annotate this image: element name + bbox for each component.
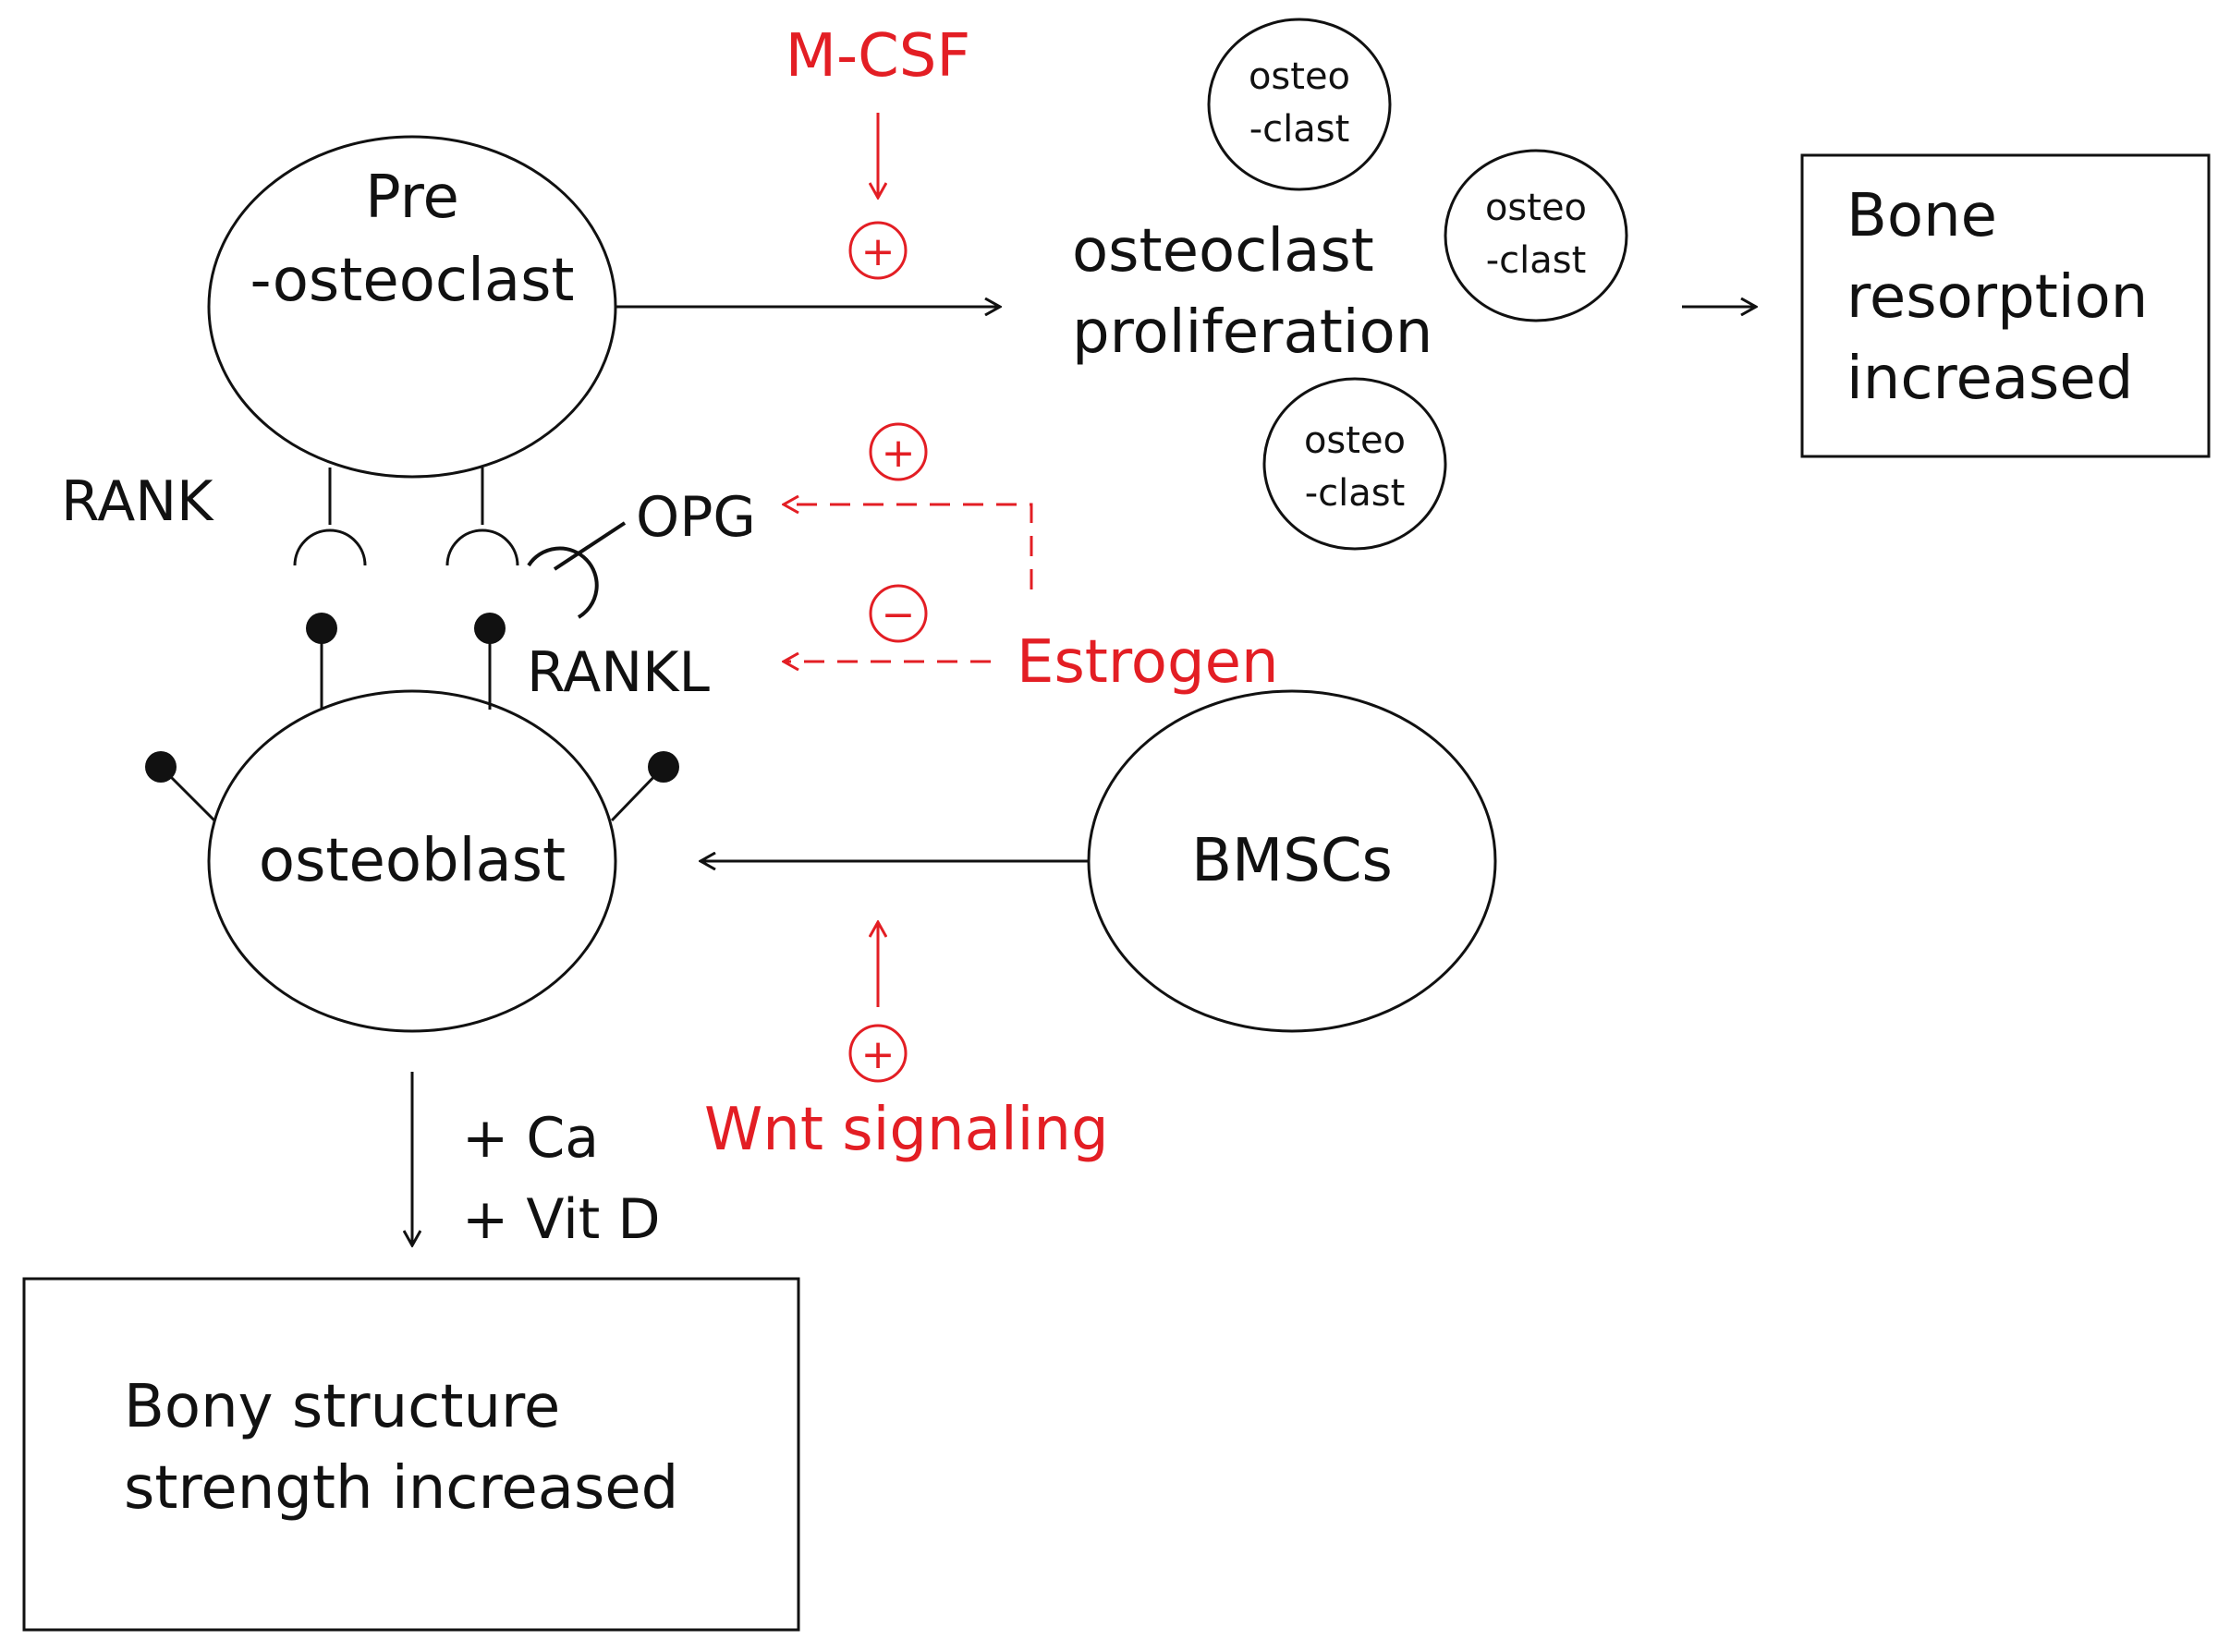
wnt-label: Wnt signaling [704,1096,1109,1164]
mcsf-label: M-CSF [786,22,970,91]
rankl-label: RANKL [527,640,711,705]
bony-structure-box: Bony structure strength increased [22,1277,800,1632]
proliferation-line1: osteoclast [1072,217,1374,285]
svg-text:+: + [861,228,896,275]
bone-resorption-line1: Bone [1846,182,1997,250]
rankl-ligand-left [306,613,337,710]
svg-text:−: − [882,591,916,638]
pre-osteoclast-label-line2: -osteoclast [250,247,574,315]
estrogen-opg-plus-icon: + [869,422,928,481]
proliferation-line2: proliferation [1072,298,1432,367]
wnt-plus-icon: + [848,1024,908,1083]
osteoclast-cell-3: osteo -clast [1262,377,1447,551]
rankl-ligand-side-left [145,751,216,822]
calcium-label: + Ca [462,1106,599,1171]
estrogen-regulator: + − Estrogen [784,422,1279,697]
bony-structure-line2: strength increased [124,1454,678,1523]
bmscs-node: BMSCs [1087,689,1497,1033]
estrogen-label: Estrogen [1017,628,1279,697]
osteoclast-cell-1: osteo -clast [1207,18,1392,191]
opg-decoy [527,521,627,619]
osteoclast-cell-2: osteo -clast [1444,149,1628,322]
bone-resorption-line2: resorption [1846,263,2148,332]
bone-resorption-line3: increased [1846,345,2133,413]
estrogen-rankl-minus-icon: − [869,584,928,643]
rank-label: RANK [61,469,214,534]
svg-text:+: + [861,1031,896,1078]
bmscs-label: BMSCs [1191,827,1393,895]
svg-text:osteo: osteo [1485,187,1587,229]
svg-text:-clast: -clast [1305,472,1406,515]
bone-resorption-box: Bone resorption increased [1800,153,2211,458]
bony-structure-line1: Bony structure [124,1373,560,1441]
opg-label: OPG [636,485,756,550]
pre-osteoclast-label-line1: Pre [365,164,459,232]
svg-text:-clast: -clast [1249,108,1350,151]
osteoblast-node: osteoblast [207,689,617,1033]
wnt-regulator: + Wnt signaling [704,922,1109,1164]
rankl-ligand-side-right [610,751,679,822]
rank-receptor-right [445,468,519,566]
rank-receptor-left [293,468,367,566]
mcsf-regulator: M-CSF + [786,22,970,280]
estrogen-to-opg-arrow [784,504,1033,589]
svg-text:osteo: osteo [1304,419,1406,462]
vitamin-d-label: + Vit D [462,1187,661,1252]
svg-text:osteo: osteo [1249,55,1350,98]
rankl-ligand-right [474,613,506,710]
pre-osteoclast-node: Pre -osteoclast [207,135,617,479]
mcsf-plus-icon: + [848,221,908,280]
osteoblast-label: osteoblast [259,827,566,895]
svg-text:-clast: -clast [1486,239,1587,282]
svg-text:+: + [882,430,916,477]
osteoclast-proliferation: osteoclast proliferation [1072,217,1432,367]
